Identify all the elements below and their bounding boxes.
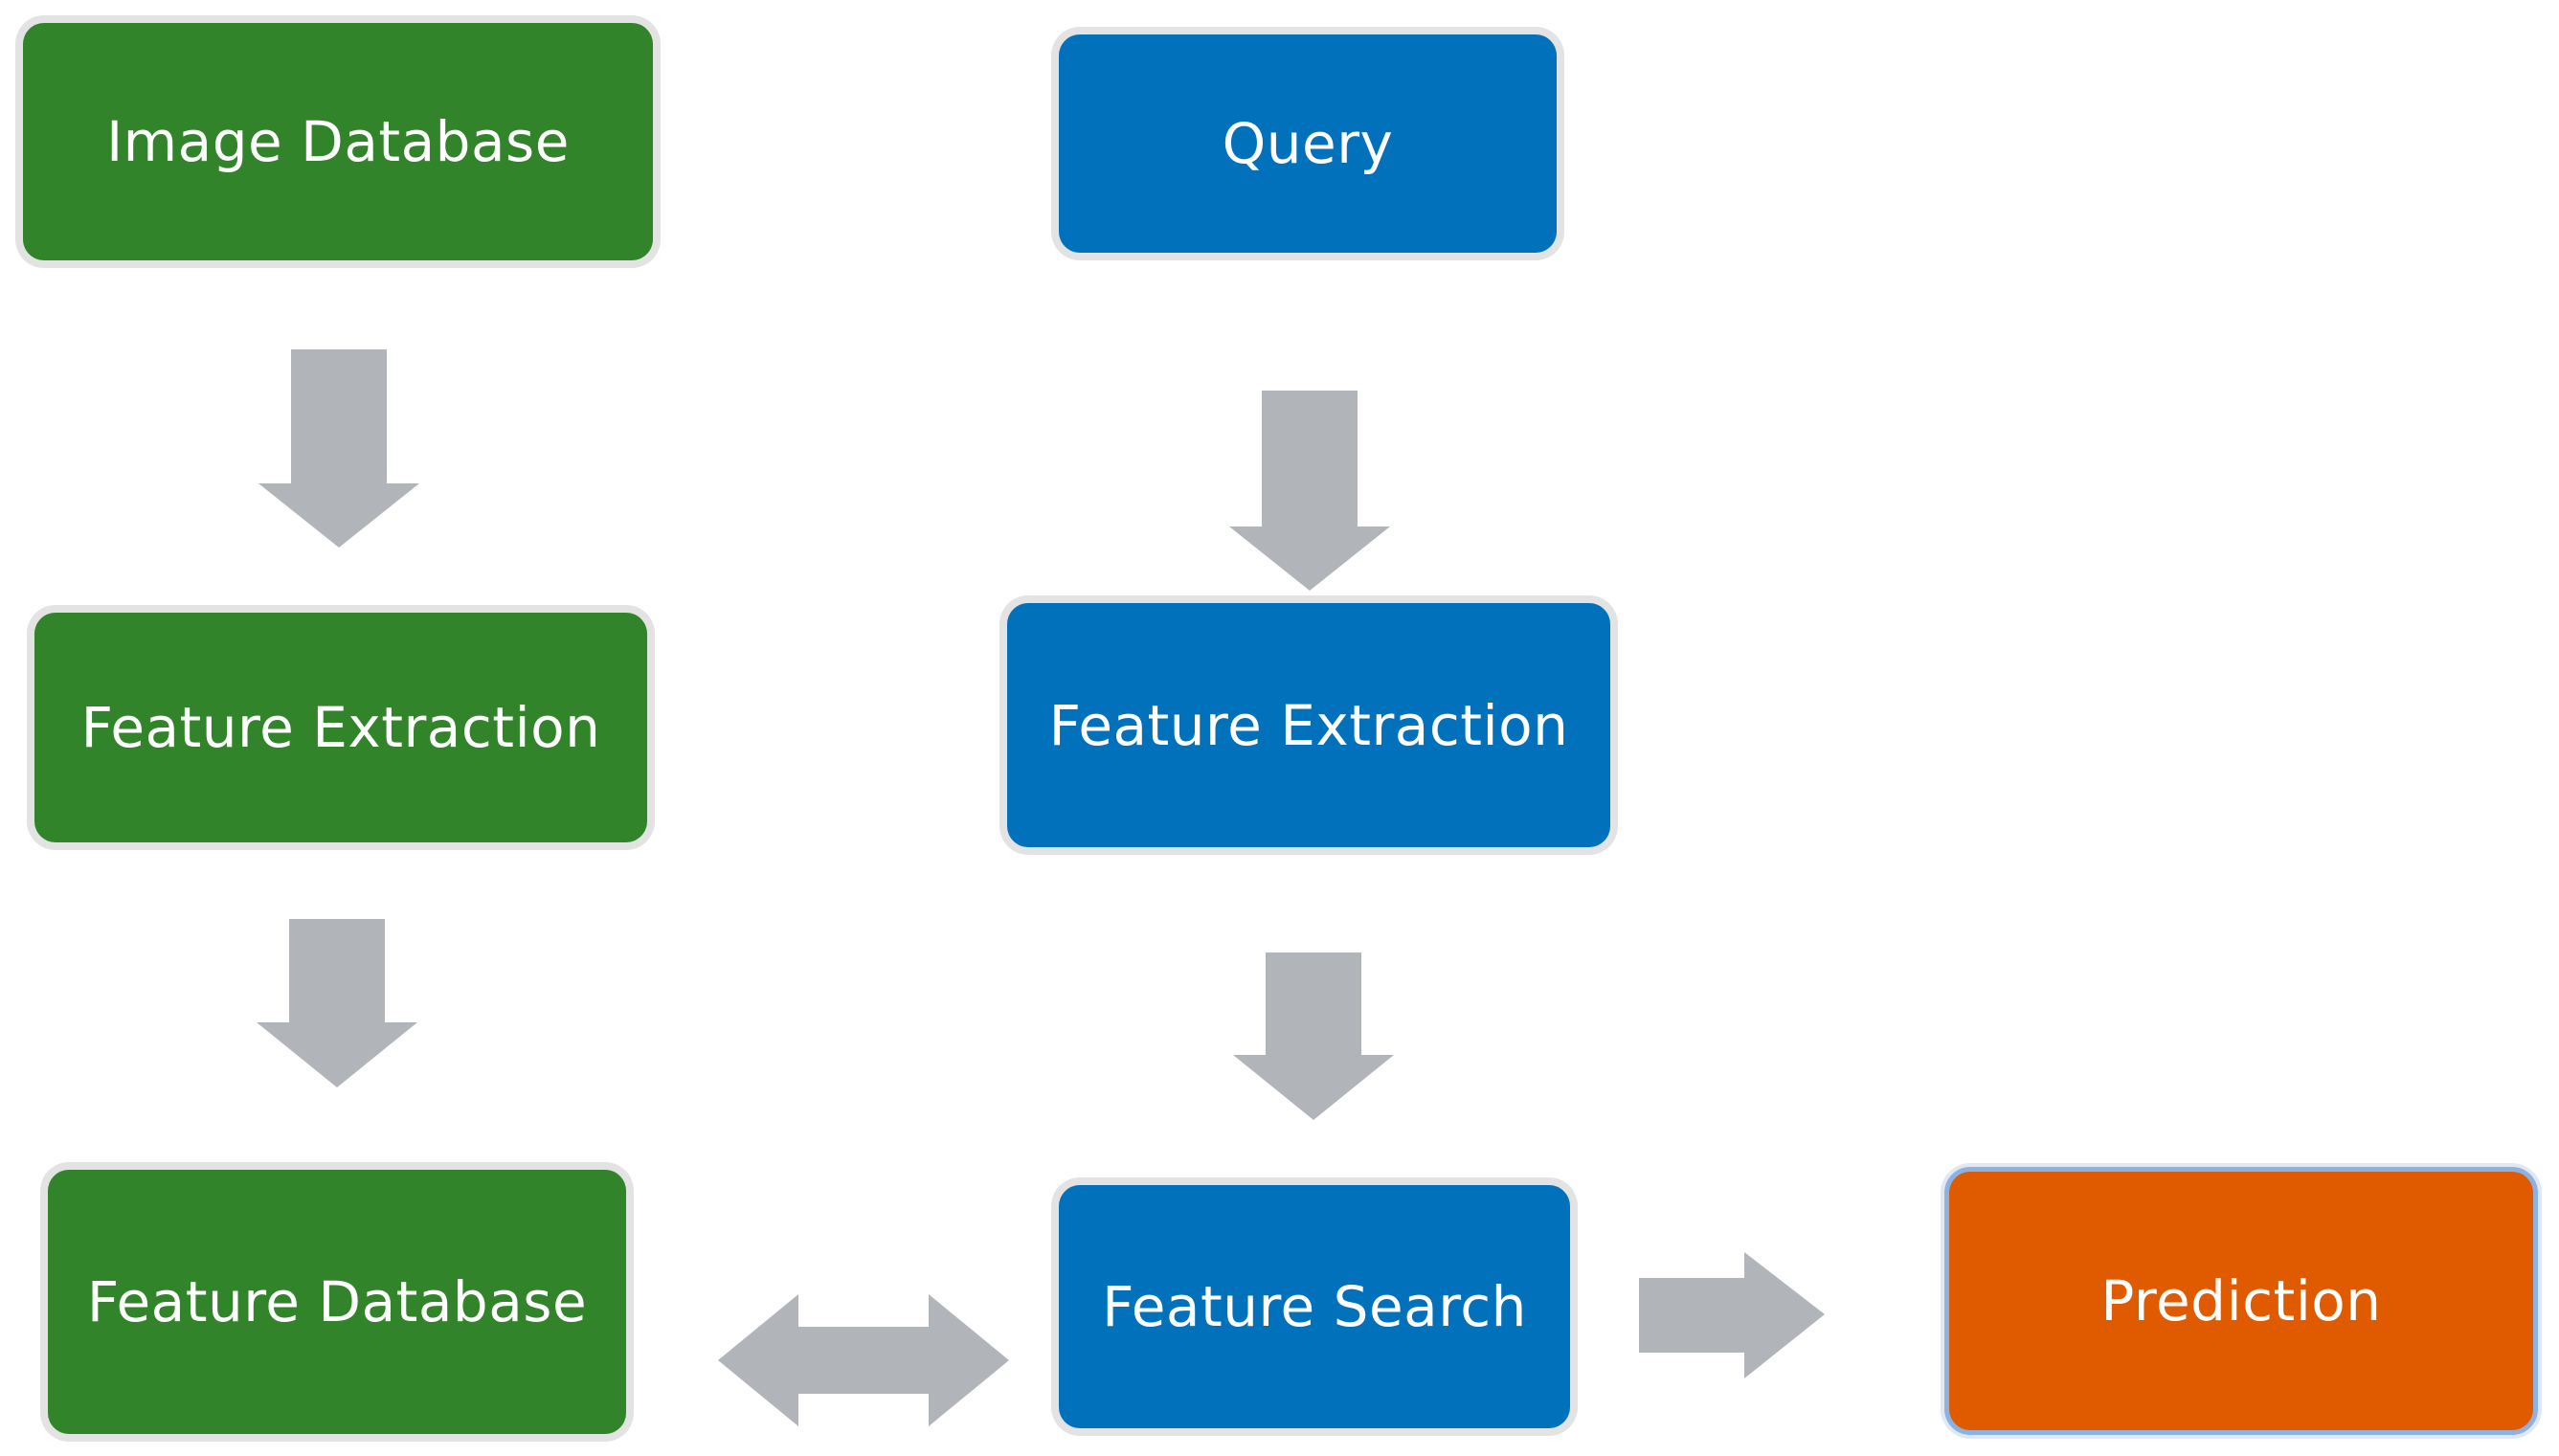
feature-extraction-left-box: Feature Extraction [34,613,647,842]
feature-extraction-left-label: Feature Extraction [80,695,601,760]
feature-extraction-right-label: Feature Extraction [1048,692,1569,758]
feature-extraction-right-box: Feature Extraction [1007,603,1610,847]
feature-database-label: Feature Database [86,1269,588,1334]
prediction-box: Prediction [1949,1172,2533,1430]
down-arrow-query-to-feature-extraction [1229,391,1390,591]
query-label: Query [1222,111,1394,176]
feature-search-label: Feature Search [1102,1274,1527,1339]
double-arrow-feature-db-feature-search [718,1294,1009,1426]
image-database-box: Image Database [23,23,653,260]
image-database-label: Image Database [106,109,570,174]
down-arrow-feature-extraction-to-feature-search [1233,952,1394,1120]
down-arrow-image-db-to-feature-extraction [258,349,419,548]
feature-database-box: Feature Database [48,1170,626,1434]
right-arrow-feature-search-to-prediction [1639,1252,1825,1378]
down-arrow-feature-extraction-to-feature-db [257,919,417,1087]
prediction-label: Prediction [2100,1268,2382,1333]
query-box: Query [1059,34,1557,253]
feature-search-box: Feature Search [1059,1185,1570,1428]
